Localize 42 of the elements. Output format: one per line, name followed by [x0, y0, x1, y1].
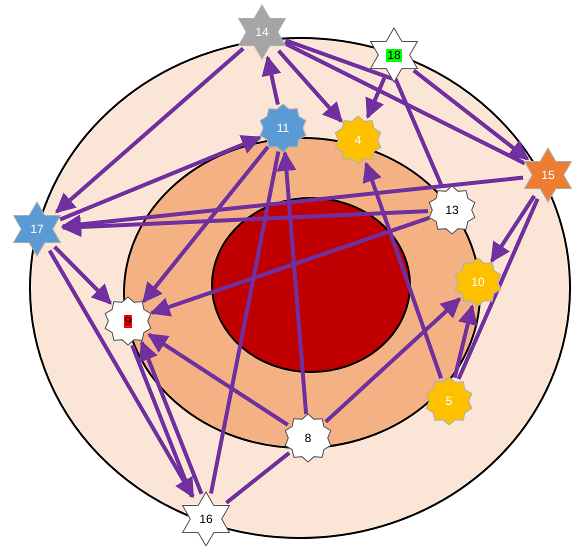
arrow — [366, 77, 386, 119]
burst-node — [283, 413, 333, 463]
arrow — [262, 55, 282, 106]
arrow — [150, 216, 430, 317]
burst-node — [453, 257, 503, 307]
arrow — [412, 68, 530, 161]
arrow — [147, 332, 289, 427]
connector-line — [284, 41, 526, 166]
arrow — [362, 162, 443, 379]
node-number: 4 — [354, 134, 362, 146]
node-number: 5 — [444, 394, 454, 408]
arrow — [55, 47, 245, 214]
connector-line — [130, 344, 194, 498]
burst-node — [103, 296, 153, 346]
arrow — [142, 145, 270, 304]
node-number: 18 — [386, 48, 402, 62]
arrow — [276, 150, 308, 414]
node-number: 13 — [444, 204, 460, 216]
arrow — [490, 194, 536, 263]
arrow — [324, 297, 462, 424]
arrow — [48, 250, 195, 498]
node-number: 15 — [540, 168, 556, 182]
arrow — [139, 340, 204, 495]
burst-node — [427, 185, 477, 235]
arrow — [53, 245, 112, 305]
arrow — [277, 49, 343, 123]
arrow — [60, 176, 524, 234]
arrow — [452, 304, 478, 378]
node-number: 10 — [470, 276, 486, 288]
burst-node — [333, 115, 383, 165]
node-number: 16 — [198, 512, 214, 526]
node-number: 14 — [254, 26, 270, 38]
arrow — [59, 135, 262, 222]
connector-line — [225, 451, 290, 504]
burst-node — [258, 103, 308, 153]
node-number: 11 — [276, 122, 290, 134]
node-number: 8 — [304, 432, 312, 444]
node-number: 17 — [29, 222, 45, 236]
connector-line — [209, 151, 280, 494]
burst-node — [424, 376, 474, 426]
connector-line — [456, 198, 540, 380]
arrow — [61, 209, 428, 237]
